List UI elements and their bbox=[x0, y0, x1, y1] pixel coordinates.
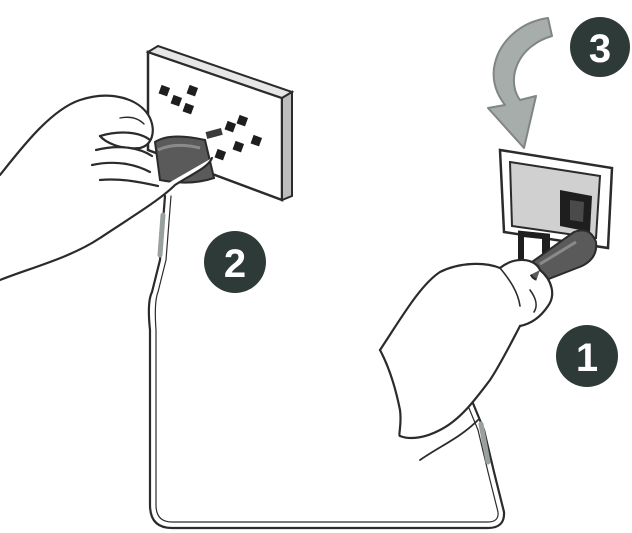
hand-right bbox=[380, 260, 552, 460]
step-badge-3: 3 bbox=[570, 17, 630, 77]
step-badge-1-label: 1 bbox=[576, 336, 598, 380]
step-badge-3-label: 3 bbox=[589, 27, 611, 71]
step-badge-2: 2 bbox=[204, 231, 266, 293]
step-badge-1: 1 bbox=[556, 325, 618, 387]
power-cable bbox=[149, 196, 504, 528]
step-badge-2-label: 2 bbox=[224, 242, 246, 286]
curved-rotate-arrow-icon bbox=[488, 18, 552, 148]
